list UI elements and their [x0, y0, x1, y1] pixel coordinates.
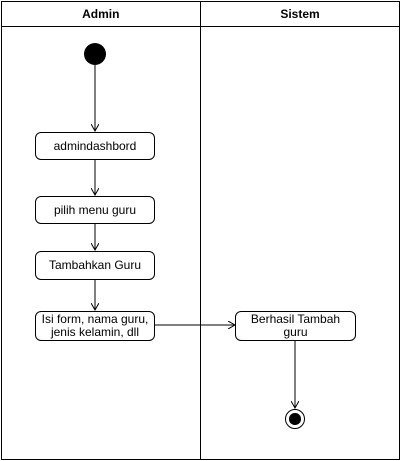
activity-berhasil-tambah-guru-label: Berhasil Tambah guru [250, 312, 341, 339]
swimlane-sistem-header: Sistem [201, 2, 399, 27]
final-node-inner [289, 413, 301, 425]
activity-berhasil-tambah-guru: Berhasil Tambah guru [235, 311, 356, 341]
activity-isi-form-label-line2: jenis kelamin, dll [50, 325, 140, 339]
activity-tambahkan-guru-label: Tambahkan Guru [48, 258, 142, 272]
final-node [285, 409, 305, 429]
initial-node [84, 43, 106, 65]
activity-isi-form: Isi form, nama guru, jenis kelamin, dll [35, 311, 155, 341]
activity-tambahkan-guru: Tambahkan Guru [35, 251, 155, 280]
activity-pilih-menu-guru: pilih menu guru [35, 196, 155, 224]
swimlane-admin-header: Admin [1, 2, 200, 27]
activity-pilih-menu-guru-label: pilih menu guru [53, 202, 137, 217]
activity-admindashbord: admindashbord [35, 132, 155, 160]
activity-admindashbord-label: admindashbord [53, 138, 137, 153]
activity-isi-form-label-line1: Isi form, nama guru, [41, 312, 149, 326]
swimlane-sistem: Sistem [200, 0, 400, 460]
